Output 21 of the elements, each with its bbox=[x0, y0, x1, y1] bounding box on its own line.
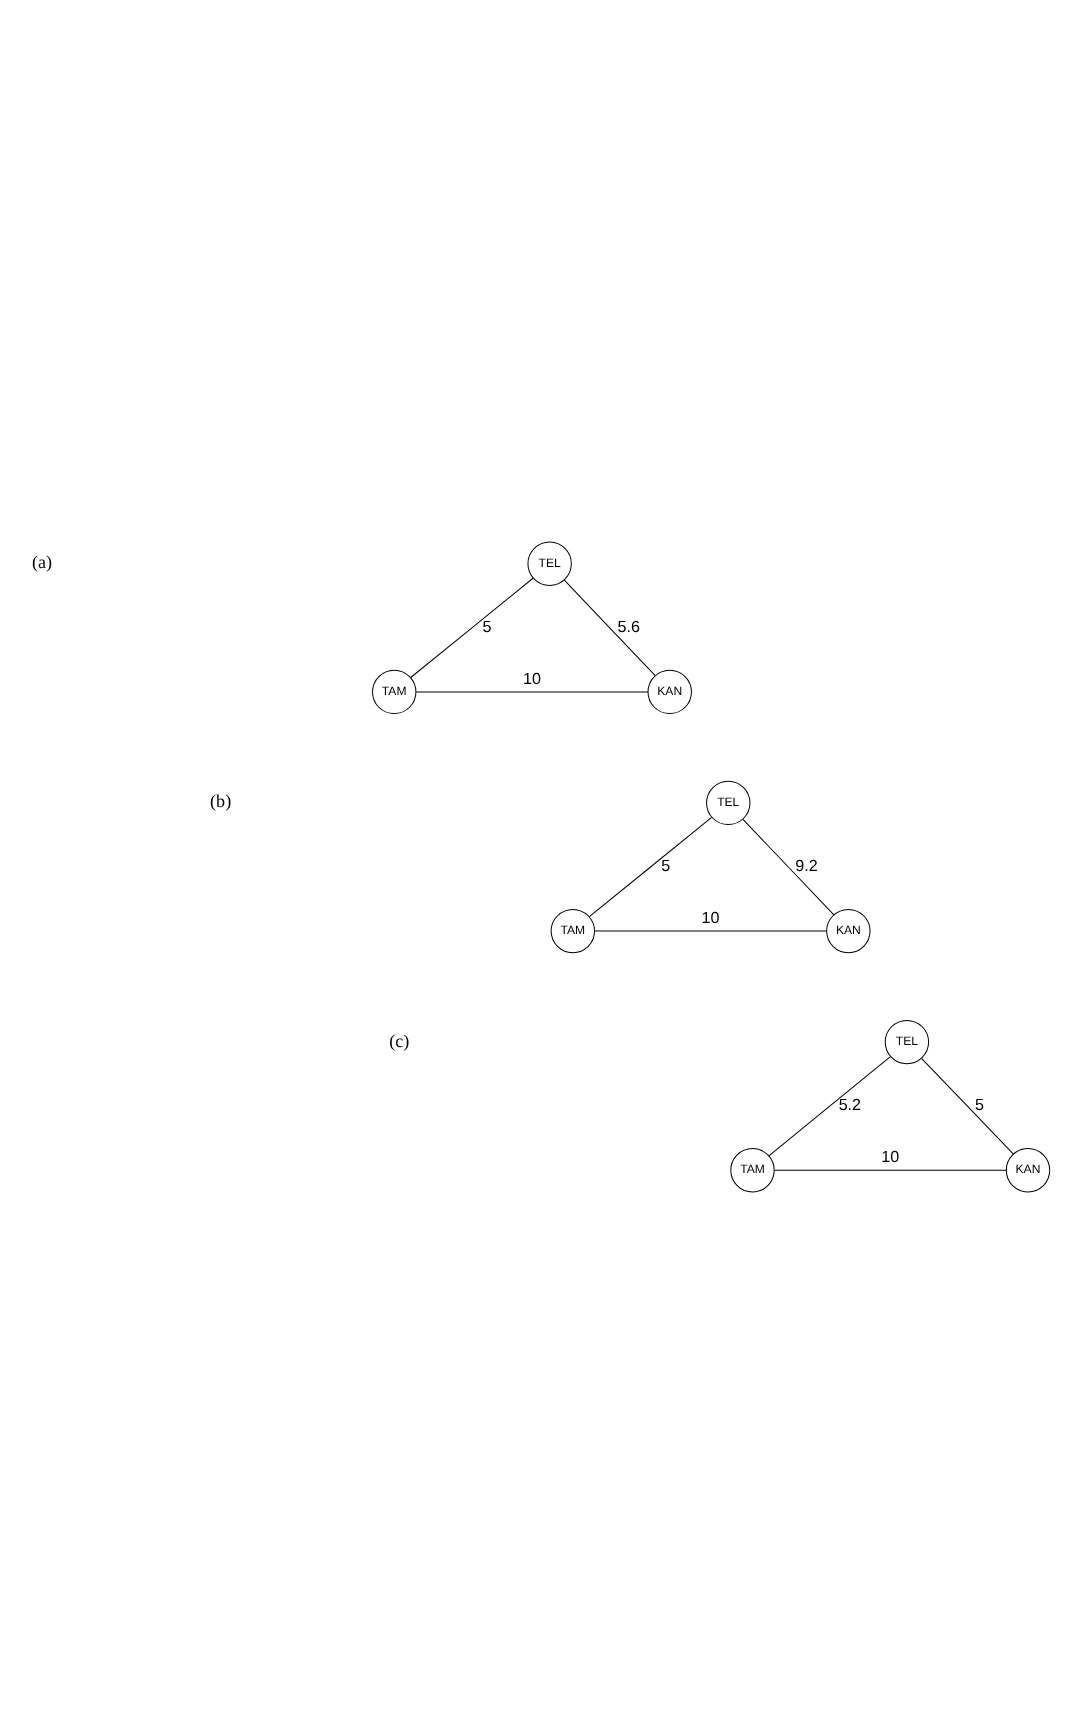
connector bbox=[742, 817, 835, 915]
connector bbox=[768, 1055, 891, 1156]
edge-label: 10 bbox=[701, 907, 720, 926]
edge-label: 5.2 bbox=[838, 1095, 862, 1114]
connector bbox=[774, 1168, 1007, 1170]
edge-label: 9.2 bbox=[795, 855, 818, 874]
edge-label: 10 bbox=[523, 668, 541, 687]
edge-label: 5 bbox=[482, 616, 492, 635]
connector bbox=[594, 929, 828, 931]
edge-label: 5 bbox=[661, 855, 671, 874]
edge-label: 5 bbox=[975, 1095, 985, 1114]
connector bbox=[588, 815, 713, 917]
connector bbox=[921, 1057, 1014, 1154]
edge-label: 10 bbox=[881, 1146, 900, 1165]
label: (c) bbox=[389, 1029, 410, 1050]
edge-label: 5.6 bbox=[617, 616, 641, 635]
connector bbox=[415, 690, 649, 692]
label: (b) bbox=[210, 790, 232, 811]
connector bbox=[563, 578, 656, 676]
connector bbox=[410, 576, 534, 677]
label: (a) bbox=[31, 551, 53, 572]
